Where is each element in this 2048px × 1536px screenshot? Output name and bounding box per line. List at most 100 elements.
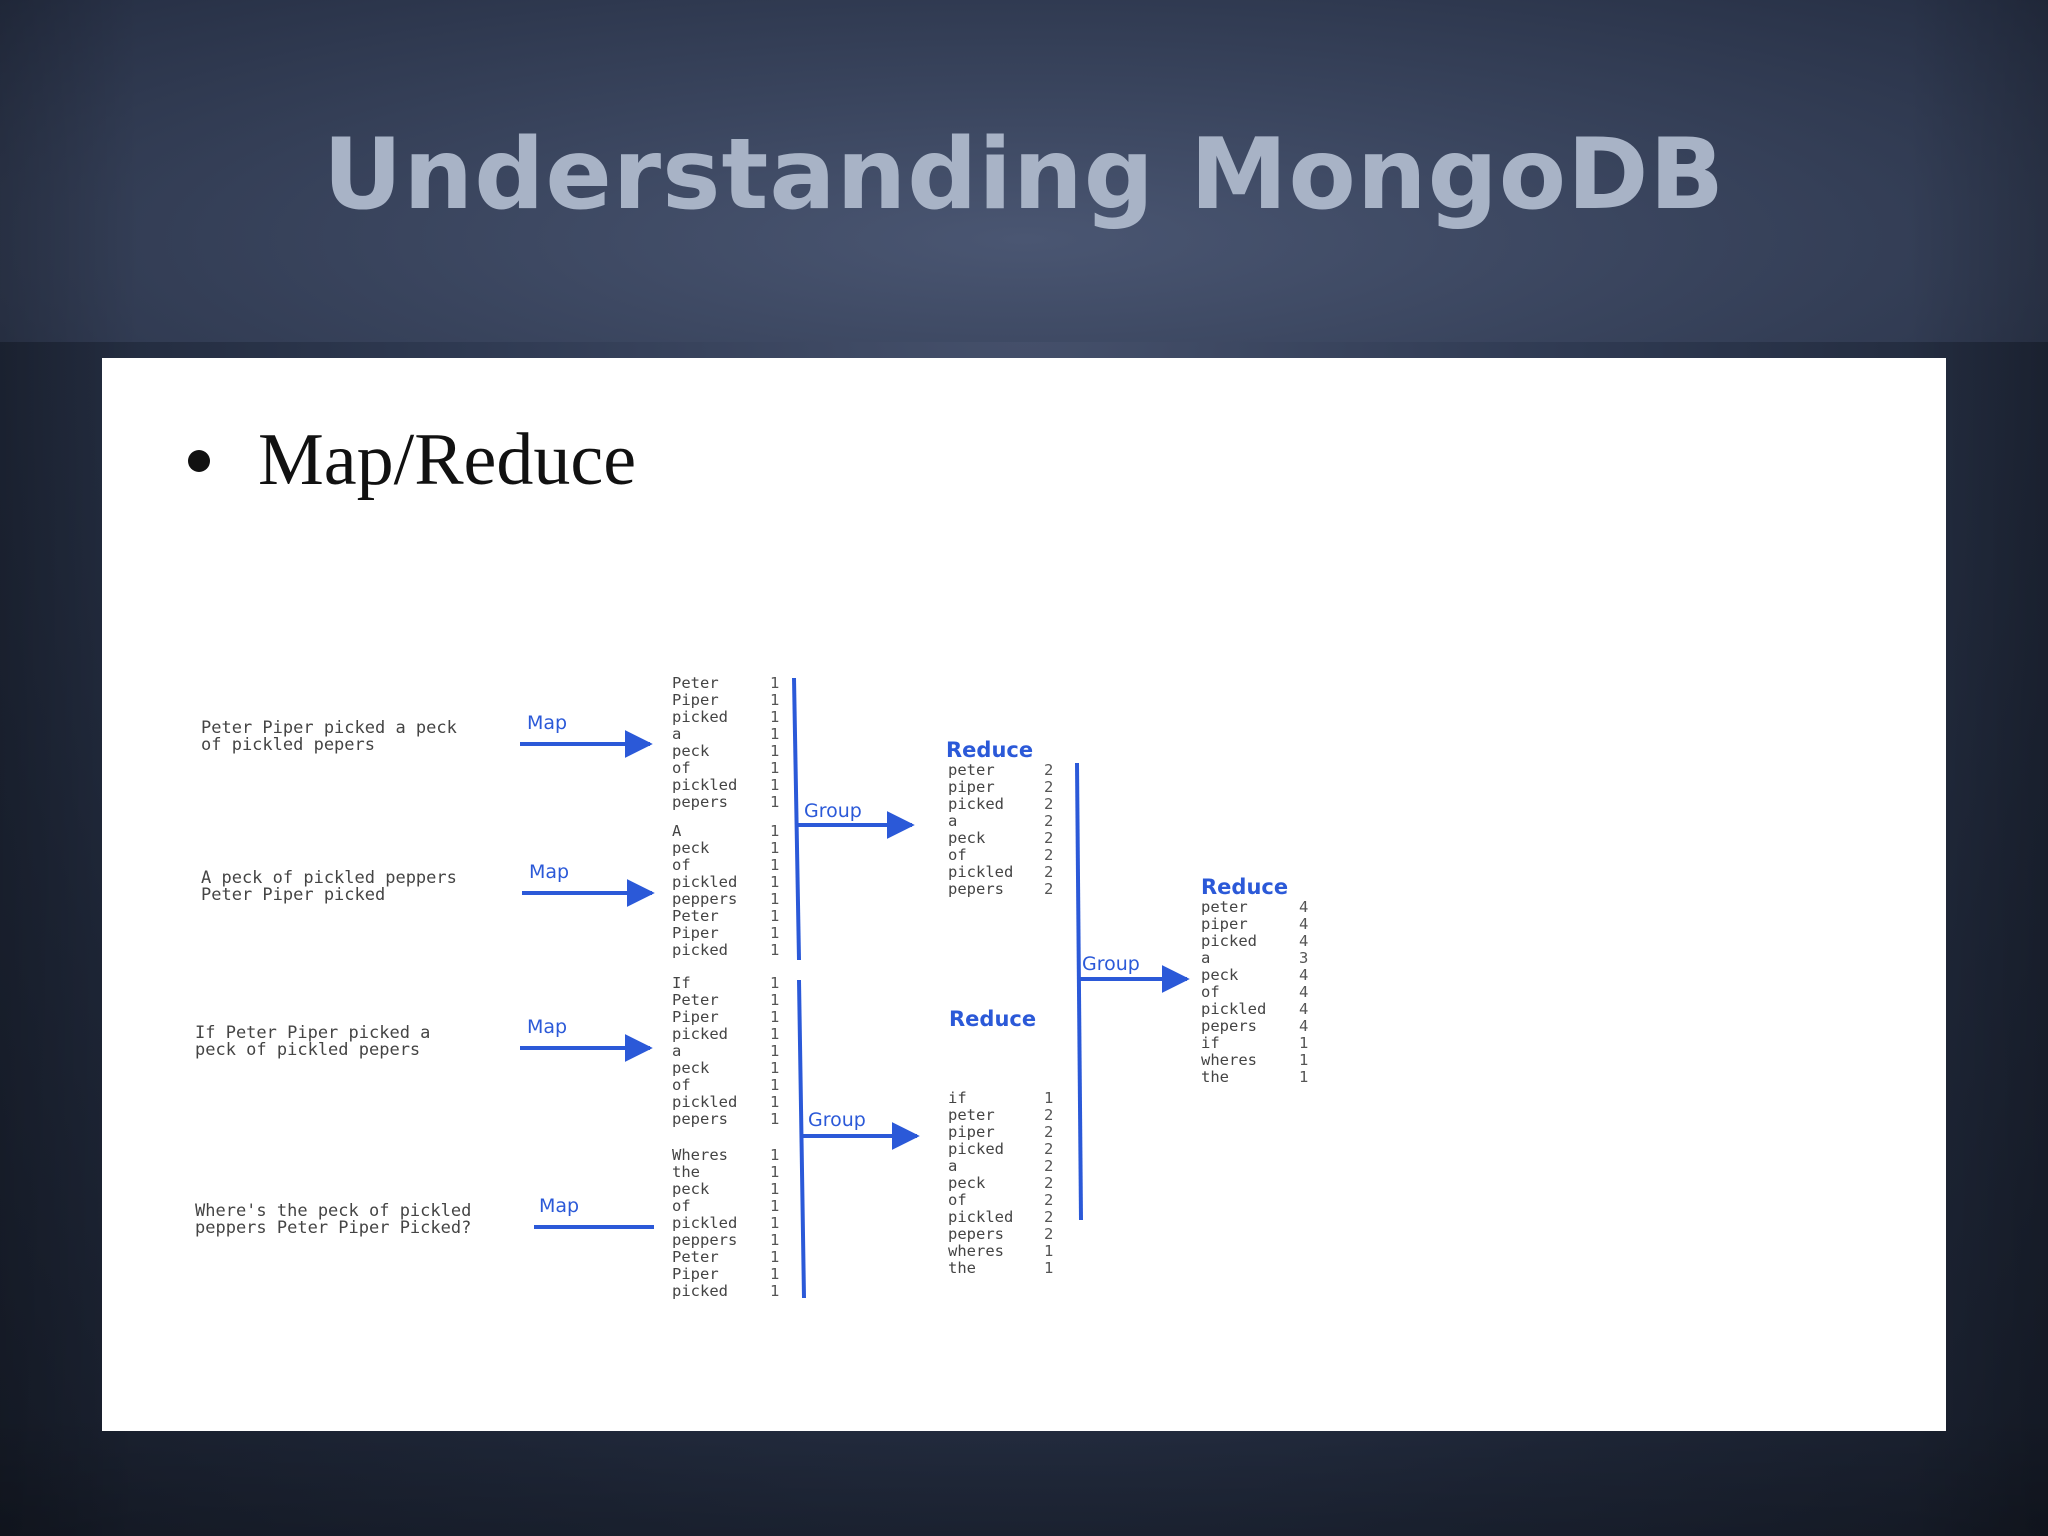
map-output-count: 1	[770, 1231, 779, 1249]
map-output-count: 1	[770, 674, 779, 692]
map-output-word: pepers	[672, 1110, 728, 1128]
input-text-line: peppers Peter Piper Picked?	[195, 1218, 471, 1238]
reduce-count: 1	[1044, 1259, 1053, 1277]
final-reduce-word: the	[1201, 1068, 1229, 1086]
bullet-dot-icon	[188, 449, 210, 472]
map-output-word: Peter	[672, 1248, 719, 1266]
final-reduce-count: 1	[1299, 1051, 1308, 1069]
map-output-count: 1	[770, 1025, 779, 1043]
map-output-word: Piper	[672, 1008, 719, 1026]
map-output-word: Peter	[672, 907, 719, 925]
reduce-word: peck	[948, 1174, 986, 1192]
final-reduce-count: 4	[1299, 915, 1308, 933]
reduce-word: a	[948, 1157, 957, 1175]
final-reduce-count: 3	[1299, 949, 1308, 967]
map-label: Map	[527, 712, 567, 734]
reduce-word: peter	[948, 761, 995, 779]
reduce-count: 2	[1044, 778, 1053, 796]
input-text-line: Peter Piper picked a peck	[201, 718, 457, 738]
reduce-count: 2	[1044, 1208, 1053, 1226]
map-output-count: 1	[770, 924, 779, 942]
input-text-line: A peck of pickled peppers	[201, 868, 457, 888]
reduce-count: 2	[1044, 829, 1053, 847]
reduce-count: 2	[1044, 1106, 1053, 1124]
final-reduce-word: wheres	[1201, 1051, 1257, 1069]
reduce-count: 2	[1044, 812, 1053, 830]
map-output-word: A	[672, 822, 682, 840]
map-output-count: 1	[770, 776, 779, 794]
map-label: Map	[539, 1195, 579, 1217]
map-label: Map	[529, 861, 569, 883]
map-output-word: Piper	[672, 691, 719, 709]
reduce-word: piper	[948, 778, 995, 796]
reduce-count: 2	[1044, 1191, 1053, 1209]
map-output-word: peppers	[672, 890, 737, 908]
map-output-count: 1	[770, 1008, 779, 1026]
map-output-count: 1	[770, 839, 779, 857]
map-output-word: of	[672, 1076, 691, 1094]
input-text-line: peck of pickled pepers	[195, 1040, 420, 1060]
map-output-count: 1	[770, 856, 779, 874]
group-label: Group	[804, 800, 862, 822]
map-output-count: 1	[770, 991, 779, 1009]
final-reduce-word: picked	[1201, 932, 1257, 950]
reduce-count: 2	[1044, 795, 1053, 813]
map-output-count: 1	[770, 1042, 779, 1060]
reduce-word: piper	[948, 1123, 995, 1141]
final-reduce-count: 4	[1299, 898, 1308, 916]
final-reduce-count: 4	[1299, 932, 1308, 950]
input-text-line: of pickled pepers	[201, 735, 375, 755]
map-output-word: Wheres	[672, 1146, 728, 1164]
reduce-word: pickled	[948, 863, 1013, 881]
reduce-word: pepers	[948, 880, 1004, 898]
map-output-count: 1	[770, 1180, 779, 1198]
group-bar	[792, 677, 801, 961]
reduce-word: if	[948, 1089, 967, 1107]
map-output-word: picked	[672, 708, 728, 726]
final-reduce-word: a	[1201, 949, 1210, 967]
map-output-count: 1	[770, 1163, 779, 1181]
reduce-count: 2	[1044, 1123, 1053, 1141]
map-output-word: the	[672, 1163, 700, 1181]
final-reduce-count: 4	[1299, 966, 1308, 984]
group-bar	[1075, 762, 1083, 1221]
map-output-word: pickled	[672, 1093, 737, 1111]
map-output-word: picked	[672, 941, 728, 959]
reduce-count: 2	[1044, 846, 1053, 864]
reduce-count: 2	[1044, 1225, 1053, 1243]
map-output-word: peck	[672, 839, 710, 857]
reduce-word: pickled	[948, 1208, 1013, 1226]
reduce-count: 2	[1044, 863, 1053, 881]
reduce-count: 2	[1044, 761, 1053, 779]
map-output-count: 1	[770, 1214, 779, 1232]
map-output-count: 1	[770, 1248, 779, 1266]
map-output-word: peppers	[672, 1231, 737, 1249]
map-output-word: If	[672, 974, 691, 992]
map-output-count: 1	[770, 822, 779, 840]
map-output-word: Peter	[672, 991, 719, 1009]
reduce-count: 2	[1044, 1174, 1053, 1192]
map-output-count: 1	[770, 974, 779, 992]
map-output-word: picked	[672, 1282, 728, 1300]
reduce-word: peck	[948, 829, 986, 847]
map-output-count: 1	[770, 1197, 779, 1215]
final-reduce-word: if	[1201, 1034, 1220, 1052]
reduce-word: the	[948, 1259, 976, 1277]
map-output-count: 1	[770, 1076, 779, 1094]
map-output-count: 1	[770, 1282, 779, 1300]
bullet-item: Map/Reduce	[188, 418, 636, 503]
map-output-word: pickled	[672, 873, 737, 891]
group-label: Group	[808, 1109, 866, 1131]
title-band	[0, 0, 2048, 342]
map-output-count: 1	[770, 691, 779, 709]
reduce-count: 1	[1044, 1089, 1053, 1107]
map-output-count: 1	[770, 742, 779, 760]
map-output-count: 1	[770, 793, 779, 811]
map-output-count: 1	[770, 1093, 779, 1111]
final-reduce-count: 1	[1299, 1034, 1308, 1052]
reduce-count: 1	[1044, 1242, 1053, 1260]
map-output-word: Piper	[672, 924, 719, 942]
reduce-word: pepers	[948, 1225, 1004, 1243]
reduce-word: picked	[948, 795, 1004, 813]
